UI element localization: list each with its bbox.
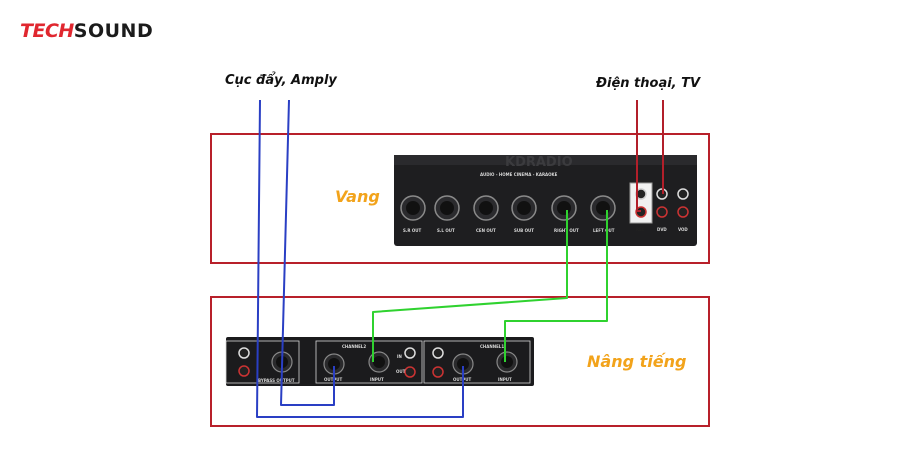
xlr-jack-right-out: RIGHT OUT (551, 195, 579, 233)
xlr-label: S.R OUT (403, 228, 422, 233)
ch2-input-label: INPUT (370, 377, 384, 382)
xlr-jack-s-l-out: S.L OUT (434, 195, 460, 233)
rca-label-dvd: DVD (657, 227, 667, 232)
xlr-label: LEFT OUT (593, 228, 615, 233)
xlr-jack-sub-out: SUB OUT (511, 195, 537, 233)
bypass-label: BYPASS OUTPUT (258, 378, 295, 383)
rca-label-vod: VOD (678, 227, 688, 232)
xlr-label: S.L OUT (437, 228, 455, 233)
vang-frame (210, 133, 710, 264)
vang-brand: KDRADIO (505, 155, 573, 170)
xlr-label: CEN OUT (476, 228, 496, 233)
ch2-out-label: OUT (396, 369, 406, 374)
channel2-label: CHANNEL2 (342, 344, 366, 349)
logo-tech: TECH (20, 20, 74, 42)
xlr-jack-s-r-out: S.R OUT (400, 195, 426, 233)
xlr-jack-left-out: LEFT OUT (590, 195, 616, 233)
channel1-label: CHANNEL1 (480, 344, 504, 349)
xlr-jack-cen-out: CEN OUT (473, 195, 499, 233)
nang-tieng-tag: Nâng tiếng (587, 352, 687, 371)
vang-subtitle: AUDIO - HOME CINEMA - KARAOKE (480, 172, 558, 177)
cables (256, 99, 664, 418)
techsound-logo: TECHSOUND (20, 22, 153, 41)
logo-sound: SOUND (73, 20, 154, 42)
blue-cable-ch2 (280, 99, 335, 406)
green-cable-right (372, 210, 568, 362)
nang-tieng-frame (210, 296, 710, 427)
rca-label-rec: REC (636, 227, 645, 232)
ch2-in-label: IN (397, 354, 402, 359)
vang-device-panel: KDRADIO AUDIO - HOME CINEMA - KARAOKE S.… (394, 155, 697, 246)
xlr-label: SUB OUT (514, 228, 534, 233)
vang-tag: Vang (335, 187, 380, 206)
phone-tv-label: Điện thoại, TV (596, 76, 701, 91)
ch1-input-label: INPUT (498, 377, 512, 382)
red-cable-1 (636, 100, 641, 212)
blue-cable-ch1 (256, 99, 464, 418)
green-cable-left (504, 210, 608, 362)
amp-label: Cục đẩy, Amply (225, 73, 337, 88)
enhancer-device-panel: BYPASS OUTPUT CHANNEL2 OUTPUT INPUT IN O… (225, 337, 534, 386)
